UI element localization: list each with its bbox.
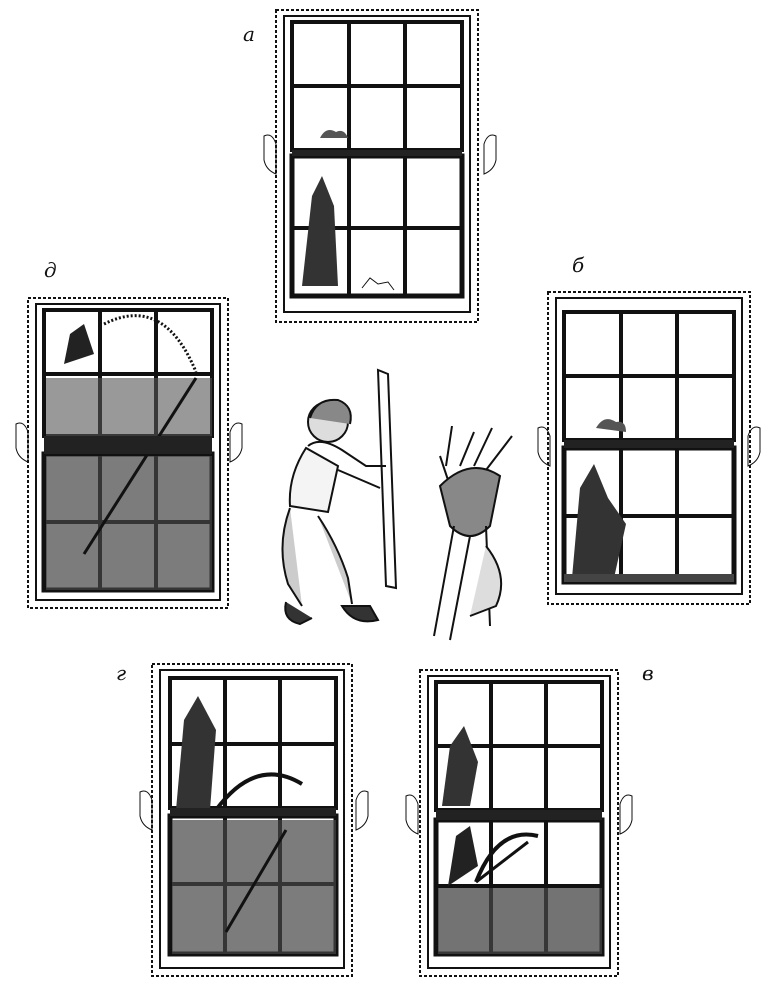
foliage-illustration xyxy=(433,426,513,641)
window-illustration-a xyxy=(263,9,497,323)
window-illustration-b xyxy=(537,291,761,605)
panel-label-g: г xyxy=(116,661,127,685)
panel-label-v: в xyxy=(642,661,654,685)
panel-label-b: б xyxy=(572,253,585,277)
panel-label-a: а xyxy=(243,22,255,46)
window-illustration-v xyxy=(405,669,633,977)
window-illustration-d xyxy=(15,297,243,609)
panel-label-d: д xyxy=(44,258,57,282)
window-illustration-g xyxy=(139,663,369,977)
person-with-stick-illustration xyxy=(281,368,398,626)
